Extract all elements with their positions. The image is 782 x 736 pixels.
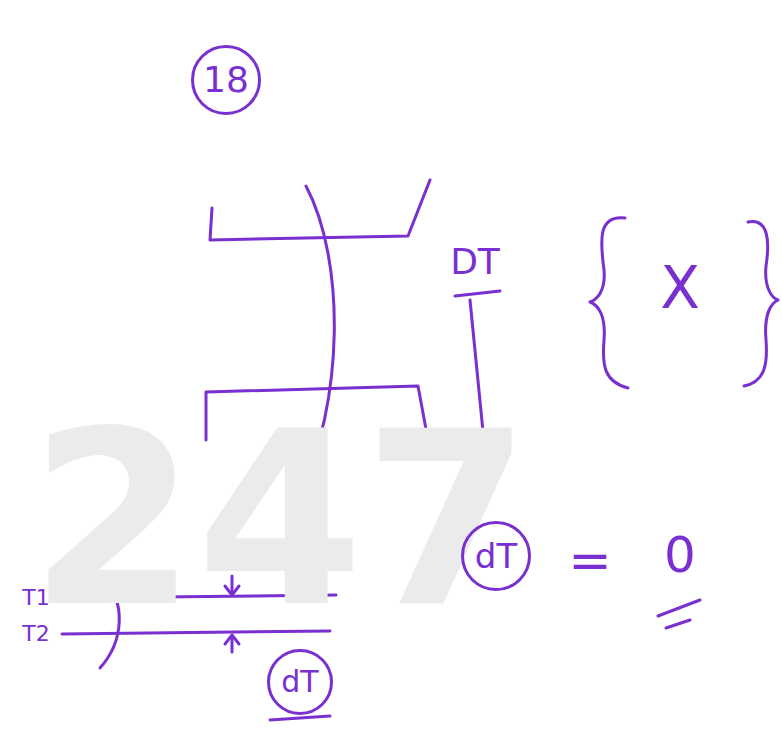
circled-term: dT (461, 521, 531, 591)
watermark: 247 (30, 400, 531, 640)
sketch-label: T2 (22, 623, 49, 645)
circled-text: dT (281, 667, 318, 697)
sketch-label: T1 (22, 587, 49, 609)
sketch-label: DT (450, 244, 500, 280)
sketch-label: = (568, 534, 612, 586)
circled-term: dT (267, 649, 333, 715)
circled-text: 18 (203, 62, 249, 98)
circled-term: 18 (191, 45, 261, 115)
sketch-label: X (660, 259, 700, 317)
circled-text: dT (475, 539, 517, 573)
sketch-label: 0 (664, 530, 696, 580)
